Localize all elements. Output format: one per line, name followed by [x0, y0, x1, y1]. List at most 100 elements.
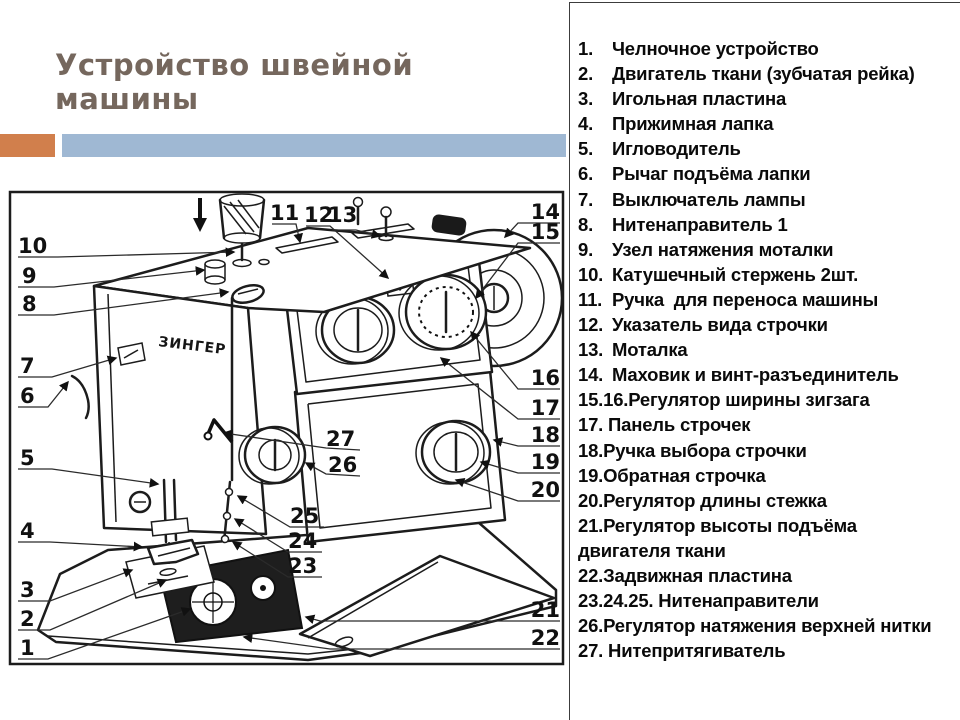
parts-list-item: 10. Катушечный стержень 2шт. — [578, 262, 950, 287]
parts-list-item-text: 21.Регулятор высоты подъёма двигателя тк… — [578, 514, 862, 561]
diagram-callout-14: 14 — [531, 200, 560, 224]
diagram-callout-22: 22 — [531, 626, 560, 650]
diagram-callout-26: 26 — [328, 453, 357, 477]
parts-list-item-text: Игольная пластина — [612, 88, 787, 110]
parts-list-item: 14. Маховик и винт-разъединитель — [578, 362, 950, 387]
parts-list-item: 19.Обратная строчка — [578, 463, 950, 488]
parts-list-item: 18.Ручка выбора строчки — [578, 438, 950, 463]
parts-list-item-text: Катушечный стержень 2шт. — [612, 263, 859, 285]
parts-list-item-number: 4. — [578, 113, 594, 135]
diagram-callout-15: 15 — [531, 220, 560, 244]
parts-list-item-text: Моталка — [612, 339, 688, 361]
tension-unit — [204, 259, 265, 305]
parts-list-item-text: Игловодитель — [612, 138, 741, 160]
accent-bar-orange — [0, 134, 55, 157]
parts-list-item: 6. Рычаг подъёма лапки — [578, 161, 950, 186]
parts-list-item-number: 14. — [578, 364, 604, 386]
parts-list-item: 7.Выключатель лампы — [578, 187, 950, 212]
parts-list-item-text: Узел натяжения моталки — [612, 238, 834, 260]
diagram-callout-8: 8 — [22, 292, 37, 316]
parts-list-item-number: 9. — [578, 238, 594, 260]
machine-column: ЗИНГЕР — [70, 284, 268, 536]
parts-list-item-text: 18.Ручка выбора строчки — [578, 439, 807, 461]
parts-list-item-text: 15.16.Регулятор ширины зигзага — [578, 389, 870, 411]
parts-list-item-text: Указатель вида строчки — [612, 314, 828, 336]
parts-list-item: 15.16.Регулятор ширины зигзага — [578, 387, 950, 412]
parts-list-item: 9. Узел натяжения моталки — [578, 237, 950, 262]
parts-list-item-text: Ручка для переноса машины — [612, 288, 879, 310]
diagram-callout-13: 13 — [328, 203, 357, 227]
diagram-callout-1: 1 — [20, 636, 35, 660]
parts-list-item-number: 7. — [578, 188, 594, 210]
diagram-callout-21: 21 — [531, 598, 560, 622]
parts-list-item: 8. Нитенаправитель 1 — [578, 212, 950, 237]
parts-list-item-text: 19.Обратная строчка — [578, 464, 766, 486]
parts-list-item: 26.Регулятор натяжения верхней нитки — [578, 613, 950, 638]
parts-list-item: 4. Прижимная лапка — [578, 111, 950, 136]
parts-list-item-text: 20.Регулятор длины стежка — [578, 489, 827, 511]
parts-list-item: 17. Панель строчек — [578, 412, 950, 437]
parts-list-item-number: 5. — [578, 138, 594, 160]
diagram-callout-3: 3 — [20, 578, 35, 602]
diagram-callout-2: 2 — [20, 607, 35, 631]
parts-list-panel: 1. Челночное устройство 2. Двигатель ткани … — [569, 2, 960, 720]
parts-list-item-text: Двигатель ткани (зубчатая рейка) — [612, 63, 915, 85]
parts-list-item: 3. Игольная пластина — [578, 86, 950, 111]
parts-list-item: 5. Игловодитель — [578, 136, 950, 161]
thread-spool — [193, 193, 270, 268]
diagram-callout-24: 24 — [288, 529, 317, 553]
parts-list-item-number: 10. — [578, 263, 604, 285]
parts-list-item-number: 6. — [578, 163, 594, 185]
diagram-callout-25: 25 — [290, 504, 319, 528]
parts-list-item-number: 1. — [578, 38, 594, 59]
diagram-callout-6: 6 — [20, 384, 35, 408]
presser-lifter-lever — [70, 374, 90, 420]
control-panel — [281, 251, 494, 396]
parts-list-item-number: 11. — [578, 288, 603, 310]
sewing-machine-drawing: ЗИНГЕР — [8, 190, 565, 666]
diagram-callout-10: 10 — [18, 234, 47, 258]
diagram-callout-23: 23 — [288, 554, 317, 578]
parts-list-item-text: 26.Регулятор натяжения верхней нитки — [578, 615, 932, 637]
parts-list-item-number: 3. — [578, 88, 594, 110]
lower-body — [293, 368, 507, 544]
parts-list-item-number: 8. — [578, 213, 594, 235]
parts-list-item: 13. Моталка — [578, 337, 950, 362]
diagram-callout-7: 7 — [20, 354, 35, 378]
diagram-callout-20: 20 — [531, 478, 560, 502]
parts-list-item-text: Рычаг подъёма лапки — [612, 163, 811, 185]
diagram-callout-9: 9 — [22, 264, 37, 288]
parts-list-item-text: 22.Задвижная пластина — [578, 564, 792, 586]
parts-list-item-text: 17. Панель строчек — [578, 414, 751, 436]
parts-list-item-text: Челночное устройство — [612, 38, 819, 59]
parts-list-item: 11. Ручка для переноса машины — [578, 287, 950, 312]
parts-list-item-number: 13. — [578, 339, 604, 361]
parts-list-item-number: 2. — [578, 63, 594, 85]
parts-list-item: 22.Задвижная пластина — [578, 563, 950, 588]
page-title: Устройство швейной машины — [55, 48, 414, 116]
parts-list: 1. Челночное устройство 2. Двигатель ткани … — [578, 36, 950, 663]
diagram-callout-16: 16 — [531, 366, 560, 390]
parts-list-item-text: 27. Нитепритягиватель — [578, 640, 786, 662]
parts-list-item: 1. Челночное устройство — [578, 36, 950, 61]
diagram-callout-12: 12 — [304, 203, 333, 227]
parts-list-item: 20.Регулятор длины стежка — [578, 488, 950, 513]
diagram-callout-17: 17 — [531, 396, 560, 420]
parts-list-item-text: 23.24.25. Нитенаправители — [578, 590, 819, 612]
diagram-callout-4: 4 — [20, 519, 35, 543]
callout-leader-lines — [18, 222, 560, 660]
needle-plate — [125, 545, 215, 599]
parts-list-item: 12. Указатель вида строчки — [578, 312, 950, 337]
parts-list-item-number: 12. — [578, 314, 604, 336]
diagram-callout-19: 19 — [531, 450, 560, 474]
upper-thread-tension-knob — [238, 425, 307, 485]
parts-list-item-text: Прижимная лапка — [612, 113, 774, 135]
down-arrow-icon — [193, 218, 207, 232]
parts-list-item-text: Нитенаправитель 1 — [612, 213, 788, 235]
parts-list-item-text: Маховик и винт-разъединитель — [612, 364, 899, 386]
diagram-callout-18: 18 — [531, 423, 560, 447]
parts-list-item: 27. Нитепритягиватель — [578, 638, 950, 663]
sewing-machine-diagram: ЗИНГЕР — [8, 190, 566, 668]
